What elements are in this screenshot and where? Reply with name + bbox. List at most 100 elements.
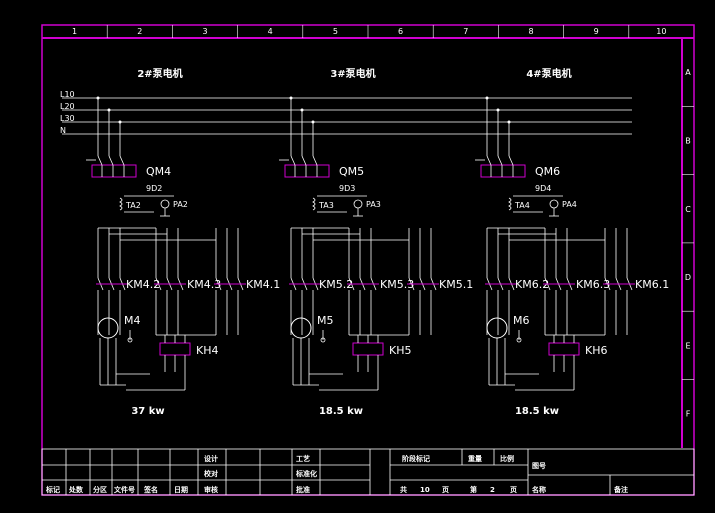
relay-label: KH4 bbox=[196, 344, 218, 357]
breaker-contact bbox=[290, 155, 296, 166]
breaker-sub-label: 9D4 bbox=[535, 184, 551, 193]
ammeter-icon bbox=[353, 199, 363, 209]
ammeter-icon bbox=[160, 199, 170, 209]
tb-review-label: 审核 bbox=[204, 485, 218, 494]
breaker-label: QM4 bbox=[146, 165, 171, 178]
ct-label: TA3 bbox=[318, 201, 334, 210]
contactor-label: KM4.3 bbox=[187, 278, 221, 291]
ground-icon bbox=[516, 337, 522, 343]
tb-sign-label: 签名 bbox=[143, 485, 158, 494]
bus-label: N bbox=[60, 126, 66, 135]
tb-approve-label: 批准 bbox=[296, 485, 310, 494]
ground-icon bbox=[127, 337, 133, 343]
tb-total-value: 10 bbox=[420, 486, 430, 494]
ct-coil bbox=[119, 197, 123, 211]
tb-sheet-value: 2 bbox=[490, 486, 495, 494]
junction-dot bbox=[96, 96, 100, 100]
breaker-label: QM5 bbox=[339, 165, 364, 178]
row-label: C bbox=[685, 205, 691, 214]
breaker-contact bbox=[108, 155, 114, 166]
tb-sheet-label: 第 bbox=[470, 485, 477, 494]
breaker-contact bbox=[508, 155, 514, 166]
power-rating: 37 kw bbox=[131, 406, 164, 417]
tb-total-unit: 页 bbox=[442, 486, 449, 494]
tb-mark-label: 标记 bbox=[45, 485, 60, 494]
title-block bbox=[41, 448, 695, 496]
column-label: 8 bbox=[528, 27, 533, 36]
row-label: F bbox=[686, 410, 691, 419]
ground-icon bbox=[320, 337, 326, 343]
meter-label: PA4 bbox=[562, 200, 577, 209]
breaker-sub-label: 9D3 bbox=[339, 184, 355, 193]
tb-standard-label: 标准化 bbox=[295, 469, 317, 478]
power-rating: 18.5 kw bbox=[319, 406, 363, 417]
column-label: 3 bbox=[202, 27, 207, 36]
contactor-label: KM6.2 bbox=[515, 278, 549, 291]
tb-zone-label: 分区 bbox=[93, 485, 107, 494]
row-label: D bbox=[685, 273, 691, 282]
tb-weight-label: 重量 bbox=[468, 454, 482, 463]
tb-drawing-no-label: 图号 bbox=[532, 461, 546, 470]
junction-dot bbox=[485, 96, 489, 100]
ct-coil bbox=[312, 197, 316, 211]
contactor-label: KM6.1 bbox=[635, 278, 669, 291]
contactor-label: KM5.3 bbox=[380, 278, 414, 291]
junction-dot bbox=[507, 120, 511, 124]
relay-label: KH5 bbox=[389, 344, 411, 357]
contactor-label: KM5.2 bbox=[319, 278, 353, 291]
tb-design-label: 设计 bbox=[204, 454, 218, 463]
breaker-contact bbox=[497, 155, 503, 166]
contactor-label: KM6.3 bbox=[576, 278, 610, 291]
tb-docno-label: 文件号 bbox=[114, 485, 135, 494]
breaker-contact bbox=[97, 155, 103, 166]
power-rating: 18.5 kw bbox=[515, 406, 559, 417]
tb-process-label: 工艺 bbox=[296, 454, 310, 463]
junction-dot bbox=[118, 120, 122, 124]
junction-dot bbox=[107, 108, 111, 112]
thermal-relay-box bbox=[159, 342, 191, 356]
tb-stage-label: 阶段标记 bbox=[402, 454, 430, 463]
contactor-label: KM5.1 bbox=[439, 278, 473, 291]
breaker-contact bbox=[119, 155, 125, 166]
junction-dot bbox=[300, 108, 304, 112]
breaker-box bbox=[284, 164, 330, 178]
title-block-text: 标记 处数 分区 文件号 签名 日期 设计 校对 审核 工艺 标准化 批准 阶段… bbox=[45, 454, 628, 494]
breaker-label: QM6 bbox=[535, 165, 560, 178]
breaker-box bbox=[480, 164, 526, 178]
breaker-contact bbox=[486, 155, 492, 166]
circuit-title: 4#泵电机 bbox=[526, 67, 571, 80]
column-label: 6 bbox=[398, 27, 403, 36]
meter-label: PA3 bbox=[366, 200, 381, 209]
contactor-label: KM4.2 bbox=[126, 278, 160, 291]
row-label: E bbox=[685, 341, 690, 350]
tb-name-label: 名称 bbox=[532, 485, 546, 494]
bus-label: L10 bbox=[60, 90, 75, 99]
junction-dot bbox=[311, 120, 315, 124]
tb-count-label: 处数 bbox=[68, 485, 84, 494]
column-label: 2 bbox=[137, 27, 142, 36]
junction-dot bbox=[289, 96, 293, 100]
tb-note-label: 备注 bbox=[613, 485, 628, 494]
ct-label: TA4 bbox=[514, 201, 530, 210]
bus-label: L30 bbox=[60, 114, 75, 123]
circuit-title: 3#泵电机 bbox=[330, 67, 375, 80]
motor-label: M6 bbox=[513, 314, 530, 327]
relay-label: KH6 bbox=[585, 344, 607, 357]
row-label: A bbox=[685, 68, 691, 77]
ct-label: TA2 bbox=[125, 201, 141, 210]
column-label: 7 bbox=[463, 27, 468, 36]
ct-coil bbox=[508, 197, 512, 211]
breaker-box bbox=[91, 164, 137, 178]
column-label: 1 bbox=[72, 27, 77, 36]
column-label: 9 bbox=[594, 27, 599, 36]
circuit-title: 2#泵电机 bbox=[137, 67, 182, 80]
ammeter-icon bbox=[549, 199, 559, 209]
sheet-border bbox=[41, 24, 695, 496]
breaker-contact bbox=[301, 155, 307, 166]
